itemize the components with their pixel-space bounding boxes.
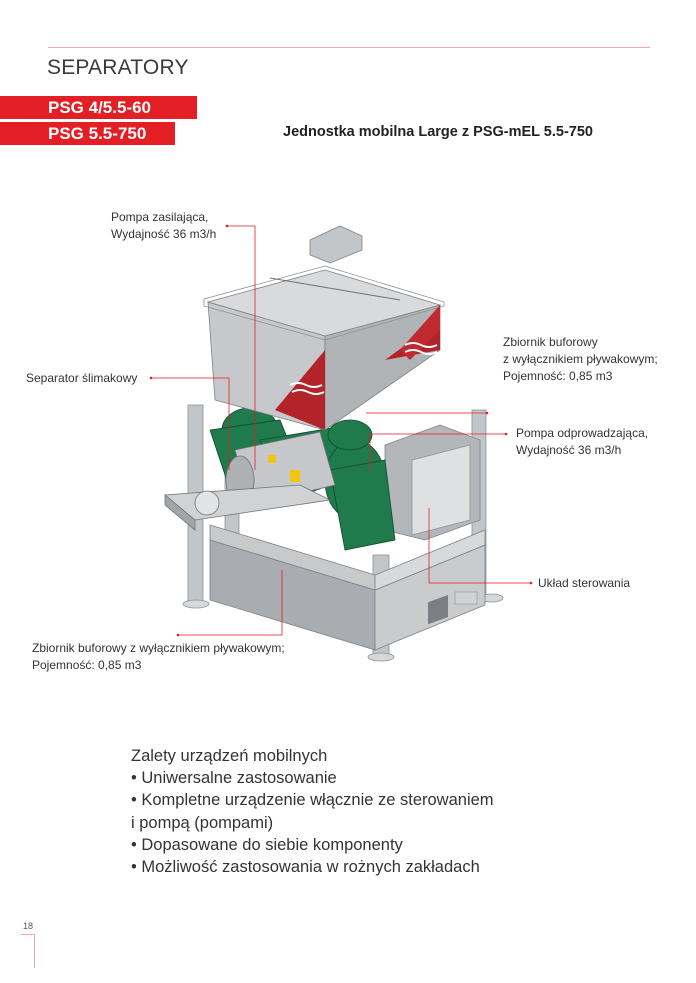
callout-lines [151, 225, 531, 636]
callout-screw-separator-name: Separator ślimakowy [26, 371, 138, 385]
callout-line-control-system [428, 508, 531, 584]
callout-lower-buffer-tank: Zbiornik buforowy z wyłącznikiem pływako… [32, 640, 285, 674]
model-badge-psg-4-5.5-60: PSG 4/5.5-60 [0, 96, 197, 119]
advantage-item: • Kompletne urządzenie włącznie ze stero… [131, 791, 494, 810]
section-title: SEPARATORY [47, 56, 189, 79]
callout-screw-separator: Separator ślimakowy [26, 370, 137, 387]
callout-control-system-name: Układ sterowania [538, 576, 631, 590]
callout-feed-pump-name: Pompa zasilająca, [111, 210, 209, 224]
advantages-title: Zalety urządzeń mobilnych [131, 747, 328, 765]
page-subtitle: Jednostka mobilna Large z PSG-mEL 5.5-75… [283, 124, 593, 140]
top-rule [48, 47, 650, 48]
advantage-item: • Dopasowane do siebie komponenty [131, 835, 403, 854]
callout-lower-tank-name: Zbiornik buforowy z wyłącznikiem pływako… [32, 641, 285, 655]
callout-upper-buffer-tank: Zbiornik buforowy z wyłącznikiem pływako… [503, 334, 658, 385]
callout-control-system: Układ sterowania [538, 575, 630, 592]
callout-lower-tank-capacity: Pojemność: 0,85 m3 [32, 658, 142, 672]
callout-feed-pump-capacity: Wydajność 36 m3/h [111, 227, 217, 241]
callout-upper-tank-name: Zbiornik buforowy [503, 335, 598, 349]
callout-discharge-pump: Pompa odprowadzająca, Wydajność 36 m3/h [516, 425, 648, 459]
advantage-item-continuation: i pompą (pompami) [131, 813, 274, 832]
advantage-item: • Możliwość zastosowania w rożnych zakła… [131, 858, 480, 877]
callout-upper-tank-capacity: Pojemność: 0,85 m3 [503, 369, 613, 383]
callout-discharge-pump-capacity: Wydajność 36 m3/h [516, 443, 622, 457]
advantage-item: • Uniwersalne zastosowanie [131, 769, 337, 788]
model-badge-psg-5.5-750: PSG 5.5-750 [0, 122, 175, 145]
advantages-list: Zalety urządzeń mobilnych • Uniwersalne … [131, 745, 494, 878]
page-corner-rule [21, 934, 35, 935]
callout-feed-pump: Pompa zasilająca, Wydajność 36 m3/h [111, 209, 216, 243]
page-corner-rule-vertical [34, 934, 35, 968]
callout-line-discharge-pump [369, 433, 506, 470]
callout-line-feed-pump [227, 225, 256, 470]
callout-line-screw-separator [151, 377, 230, 470]
callout-discharge-pump-name: Pompa odprowadzająca, [516, 426, 649, 440]
callout-upper-tank-switch: z wyłącznikiem pływakowym; [503, 352, 658, 366]
callout-line-lower-tank [178, 570, 283, 636]
page-number: 18 [23, 921, 34, 931]
